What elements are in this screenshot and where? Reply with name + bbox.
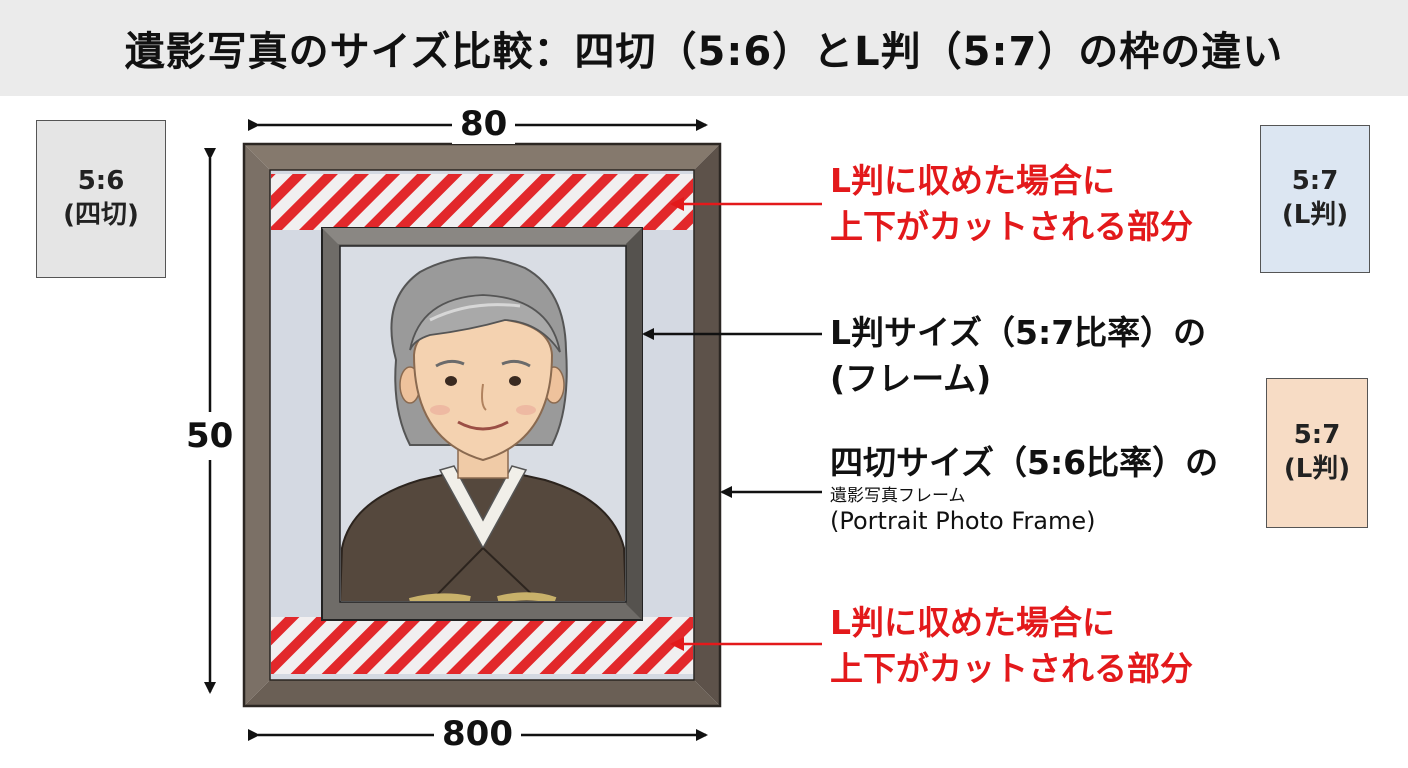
bottom-cut-region [271, 617, 693, 674]
l-frame-note: L判サイズ（5:7比率）の (フレーム) [830, 310, 1206, 402]
l-frame-line1: L判サイズ（5:7比率）の [830, 313, 1207, 352]
top-cut-note: L判に収めた場合に 上下がカットされる部分 [830, 158, 1193, 250]
top-cut-line1: L判に収めた場合に [830, 161, 1116, 200]
top-cut-line2: 上下がカットされる部分 [830, 207, 1193, 246]
yotsugiri-frame-note: 四切サイズ（5:6比率）の 遺影写真フレーム (Portrait Photo F… [830, 440, 1218, 536]
l-ban-ratio-tag-blue: 5:7 (L判) [1260, 125, 1370, 273]
l-ban-blue-name: (L判) [1281, 200, 1349, 230]
bottom-cut-note: L判に収めた場合に 上下がカットされる部分 [830, 600, 1193, 692]
top-width-label: 80 [452, 104, 516, 144]
yotsugiri-frame-line2: 遺影写真フレーム [830, 486, 966, 506]
page-title: 遺影写真のサイズ比較：四切（5:6）とL判（5:7）の枠の違い [124, 29, 1284, 75]
yotsugiri-ratio: 5:6 [77, 166, 125, 197]
l-ban-orange-ratio: 5:7 [1293, 420, 1341, 451]
yotsugiri-ratio-tag: 5:6 (四切) [36, 120, 166, 278]
l-ban-blue-ratio: 5:7 [1291, 166, 1339, 197]
l-ban-orange-name: (L判) [1283, 454, 1351, 484]
bottom-cut-line1: L判に収めた場合に [830, 603, 1116, 642]
bottom-cut-line2: 上下がカットされる部分 [830, 649, 1193, 688]
title-bar: 遺影写真のサイズ比較：四切（5:6）とL判（5:7）の枠の違い [0, 0, 1408, 96]
top-cut-region [271, 174, 693, 230]
elderly-woman-portrait-icon [341, 256, 625, 601]
yotsugiri-name: (四切) [63, 200, 139, 230]
bottom-width-label: 800 [434, 714, 521, 754]
l-frame-line2: (フレーム) [830, 359, 992, 398]
yotsugiri-frame-line3: (Portrait Photo Frame) [830, 507, 1096, 535]
yotsugiri-frame-line1: 四切サイズ（5:6比率）の [830, 443, 1219, 482]
l-ban-ratio-tag-orange: 5:7 (L判) [1266, 378, 1368, 528]
height-label: 50 [180, 412, 240, 460]
